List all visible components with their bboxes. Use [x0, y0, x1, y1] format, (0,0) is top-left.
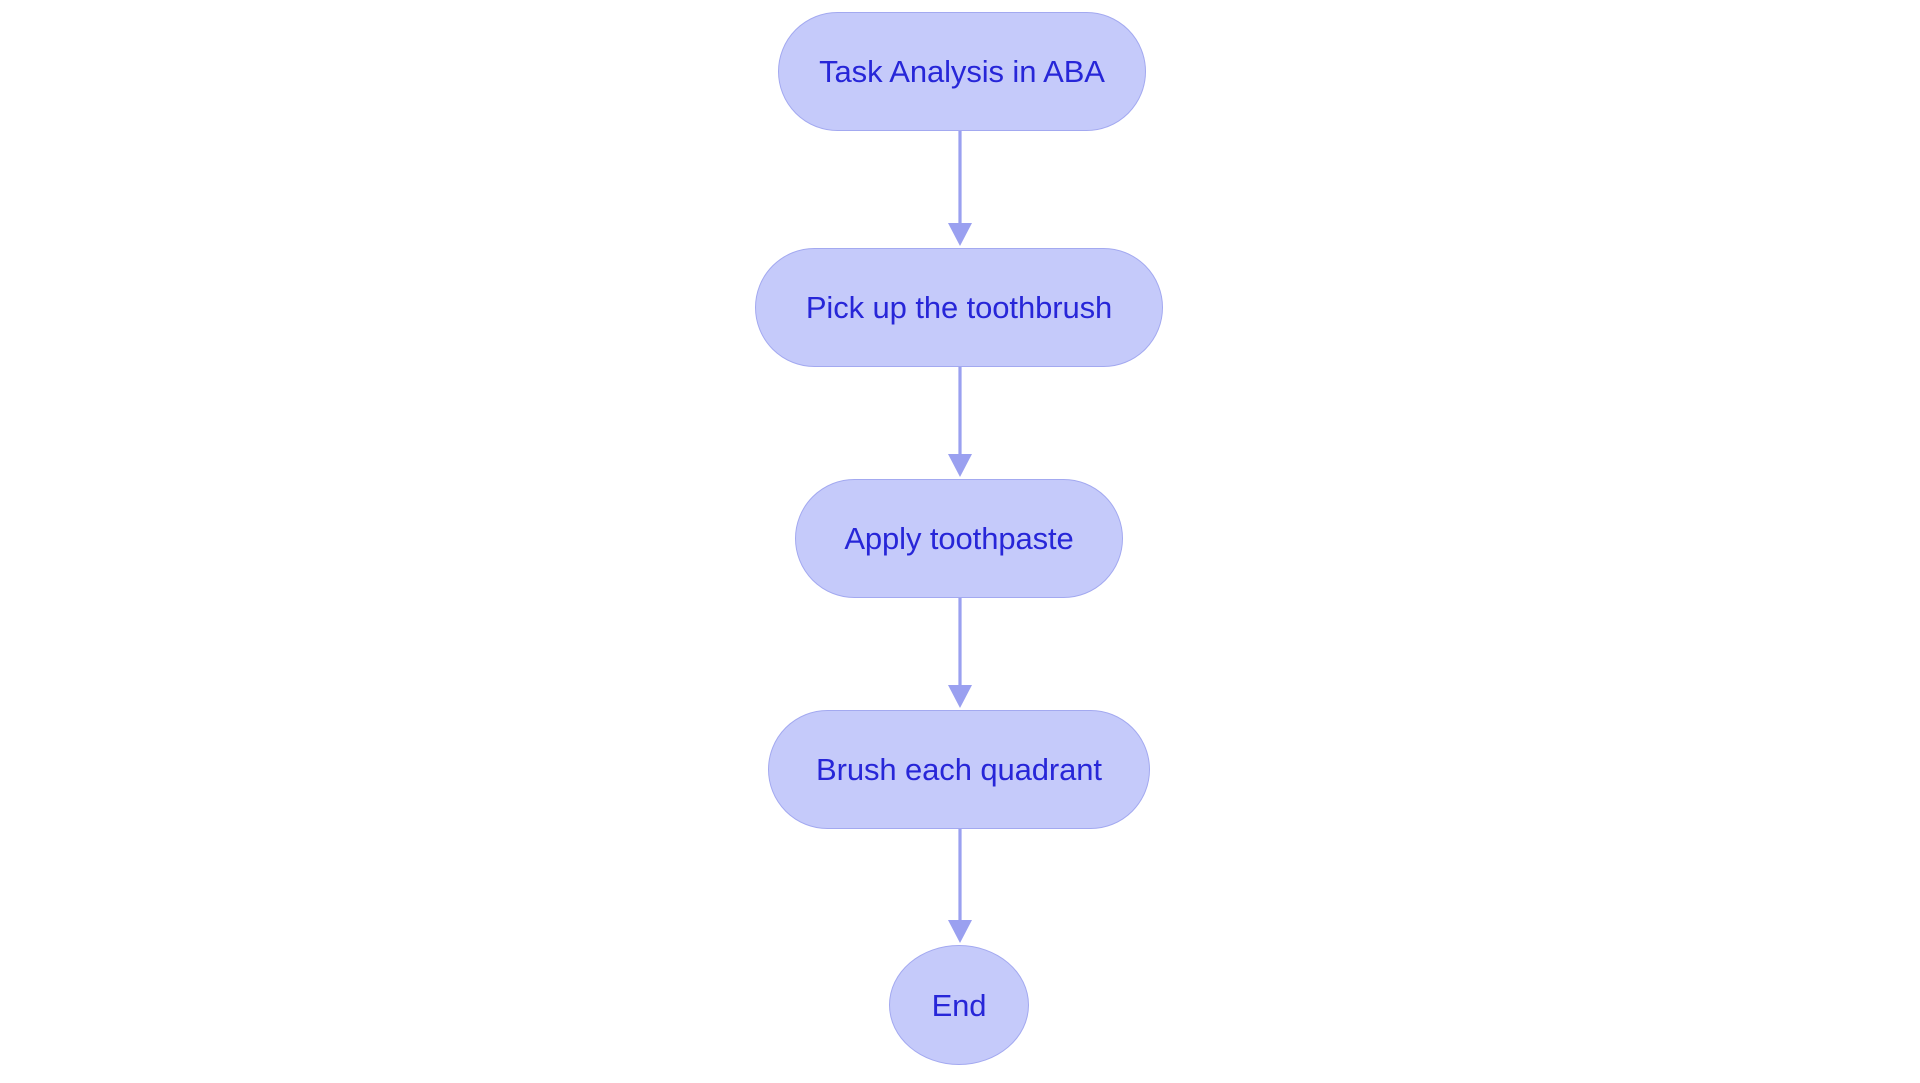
- edge-step-2-to-step-3: [948, 598, 972, 708]
- node-label: Task Analysis in ABA: [819, 54, 1105, 89]
- flowchart-node-apply-toothpaste[interactable]: Apply toothpaste: [795, 479, 1123, 598]
- flowchart-node-end[interactable]: End: [889, 945, 1029, 1065]
- flowchart-node-task-analysis-in-aba[interactable]: Task Analysis in ABA: [778, 12, 1146, 131]
- node-label: Brush each quadrant: [816, 752, 1102, 787]
- flowchart-node-pick-up-the-toothbrush[interactable]: Pick up the toothbrush: [755, 248, 1163, 367]
- node-label: Pick up the toothbrush: [805, 290, 1113, 325]
- edge-step-1-to-step-2: [948, 367, 972, 477]
- node-label: Apply toothpaste: [844, 521, 1074, 556]
- edge-step-3-to-end: [948, 829, 972, 943]
- edge-start-to-step-1: [948, 131, 972, 246]
- flowchart-node-brush-each-quadrant[interactable]: Brush each quadrant: [768, 710, 1150, 829]
- node-label: End: [931, 987, 987, 1023]
